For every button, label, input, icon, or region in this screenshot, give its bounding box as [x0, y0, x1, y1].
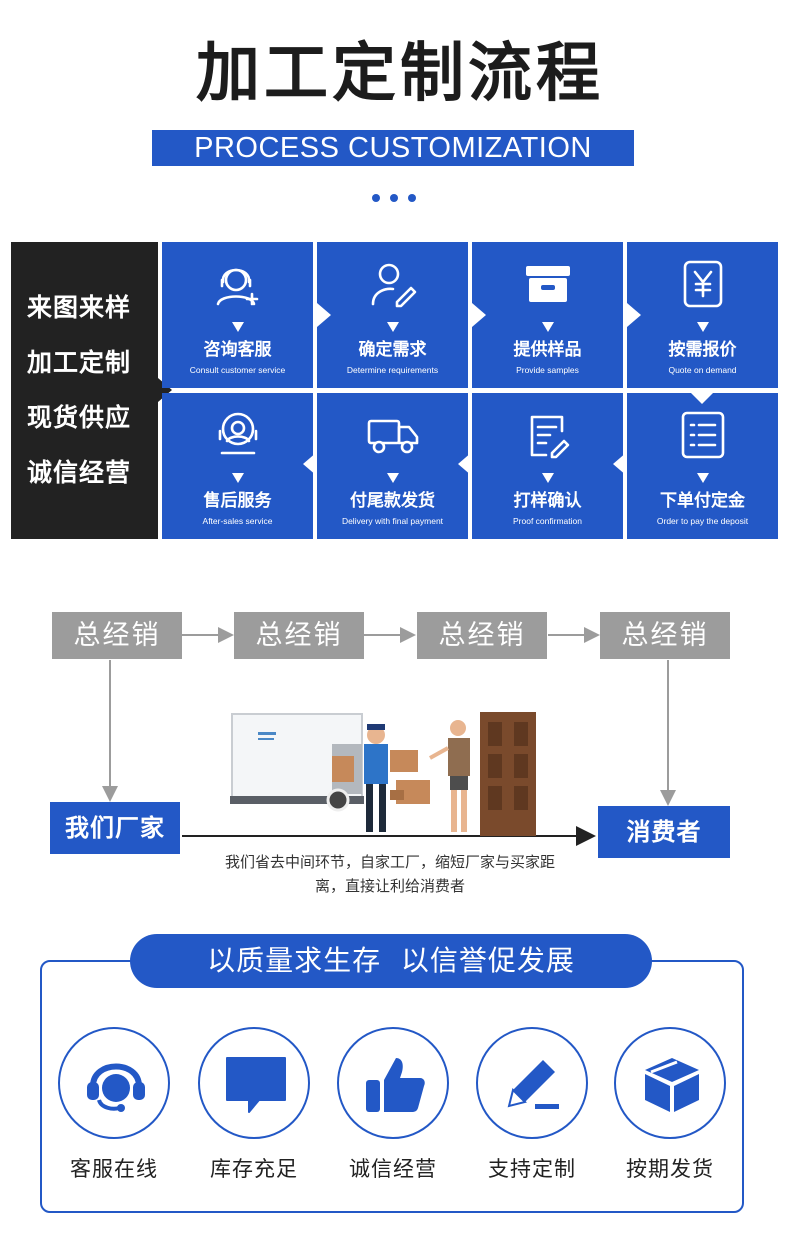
step-subtitle: Provide samples [516, 365, 579, 375]
proof-edit-icon [530, 415, 570, 459]
customer-service-icon [87, 1063, 145, 1112]
feature-customization: 支持定制 [476, 1027, 588, 1183]
door-illustration [480, 712, 536, 836]
delivery-truck-icon [367, 419, 419, 454]
service-item: 现货供应 [27, 403, 132, 432]
page-title: 加工定制流程 [196, 37, 604, 111]
distributor-box: 总经销 [234, 612, 364, 659]
factory-box: 我们厂家 [50, 802, 180, 854]
yuan-quote-icon [683, 260, 723, 308]
flow-arrow-right [317, 303, 331, 327]
flow-arrow-left [613, 452, 627, 476]
feature-integrity: 诚信经营 [337, 1027, 449, 1183]
feature-customer-service: 客服在线 [58, 1027, 170, 1183]
service-item: 加工定制 [27, 348, 132, 377]
step-requirements: 确定需求 Determine requirements [317, 242, 468, 388]
step-title: 下单付定金 [660, 491, 745, 511]
chat-bubble-icon [226, 1057, 286, 1113]
step-subtitle: After-sales service [202, 516, 273, 526]
distributor-box: 总经销 [600, 612, 730, 659]
feature-label: 支持定制 [488, 1157, 576, 1181]
flow-arrow-down [688, 390, 716, 404]
sample-box-icon [526, 266, 570, 302]
service-item: 诚信经营 [27, 458, 132, 487]
step-proof: 打样确认 Proof confirmation [472, 393, 623, 539]
decorative-dots [372, 194, 416, 204]
page-subtitle: PROCESS CUSTOMIZATION [152, 130, 634, 166]
step-samples: 提供样品 Provide samples [472, 242, 623, 388]
step-subtitle: Quote on demand [668, 365, 737, 375]
step-title: 提供样品 [513, 340, 582, 360]
step-order: 下单付定金 Order to pay the deposit [627, 393, 778, 539]
order-list-icon [681, 411, 725, 459]
worker-illustration [364, 724, 388, 832]
process-grid: 来图来样 加工定制 现货供应 诚信经营 咨询客服 Consult custome… [11, 242, 780, 539]
cargo-boxes-illustration [332, 750, 430, 804]
step-subtitle: Proof confirmation [513, 516, 582, 526]
step-after-sales: 售后服务 After-sales service [162, 393, 313, 539]
step-quote: 按需报价 Quote on demand [627, 242, 778, 388]
step-title: 付尾款发货 [350, 491, 435, 511]
step-title: 打样确认 [513, 491, 582, 511]
headset-support-icon [216, 268, 259, 306]
step-title: 确定需求 [358, 340, 427, 360]
flow-arrow-right [627, 303, 641, 327]
distribution-diagram [102, 627, 676, 846]
feature-label: 诚信经营 [349, 1157, 437, 1181]
distributor-box: 总经销 [52, 612, 182, 659]
distributor-box: 总经销 [417, 612, 547, 659]
step-title: 售后服务 [203, 491, 272, 511]
step-delivery: 付尾款发货 Delivery with final payment [317, 393, 468, 539]
step-consult: 咨询客服 Consult customer service [162, 242, 313, 388]
step-title: 咨询客服 [203, 340, 272, 360]
step-subtitle: Order to pay the deposit [656, 516, 749, 526]
customer-illustration [429, 720, 470, 832]
service-list-panel: 来图来样 加工定制 现货供应 诚信经营 [11, 242, 158, 539]
feature-label: 库存充足 [210, 1157, 298, 1181]
pen-edit-icon [507, 1060, 559, 1109]
flow-arrow-left [303, 452, 317, 476]
step-subtitle: Delivery with final payment [341, 516, 444, 526]
note-line: 离，直接让利给消费者 [314, 877, 465, 895]
truck-illustration [230, 713, 364, 812]
note-line: 我们省去中间环节，自家工厂，缩短厂家与买家距 [224, 853, 555, 871]
step-title: 按需报价 [668, 340, 737, 360]
distribution-note: 我们省去中间环节，自家工厂，缩短厂家与买家距 离，直接让利给消费者 [190, 850, 590, 898]
after-sales-icon [218, 412, 258, 455]
service-item: 来图来样 [27, 293, 132, 322]
feature-on-time-delivery: 按期发货 [614, 1027, 726, 1183]
thumbs-up-icon [366, 1058, 425, 1112]
user-edit-icon [371, 263, 417, 308]
slogan-banner: 以质量求生存 以信誉促发展 [130, 934, 652, 988]
consumer-box: 消费者 [598, 806, 730, 858]
step-subtitle: Determine requirements [346, 365, 439, 375]
flow-arrow-left [458, 452, 472, 476]
package-box-icon [645, 1058, 699, 1112]
feature-label: 按期发货 [626, 1157, 714, 1181]
step-subtitle: Consult customer service [189, 365, 286, 375]
feature-label: 客服在线 [70, 1157, 158, 1181]
feature-stock: 库存充足 [198, 1027, 310, 1183]
flow-arrow-right [472, 303, 486, 327]
